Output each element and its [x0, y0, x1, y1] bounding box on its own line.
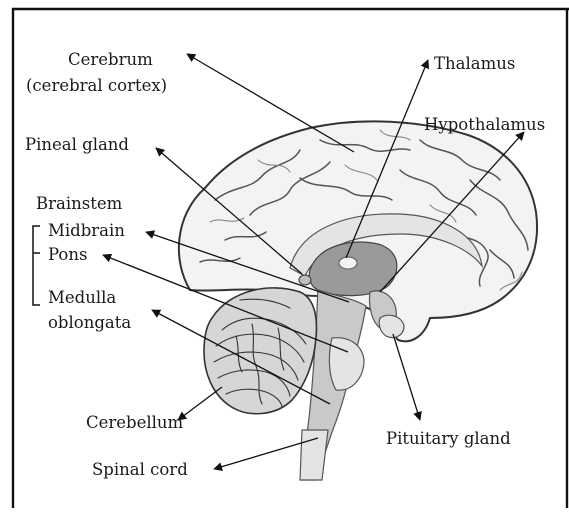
arrow-pituitary-gland [393, 334, 420, 420]
arrow-cerebrum [187, 54, 354, 152]
label-midbrain: Midbrain [48, 221, 125, 240]
label-thalamus: Thalamus [434, 54, 515, 73]
label-oblongata: oblongata [48, 313, 131, 332]
label-brainstem: Brainstem [36, 194, 123, 213]
brain-illustration [179, 121, 537, 480]
brainstem-bracket [33, 226, 40, 305]
label-pineal-gland: Pineal gland [25, 135, 129, 154]
arrow-cerebellum [178, 387, 222, 420]
label-medulla: Medulla [48, 288, 116, 307]
cerebellum-shape [204, 288, 316, 414]
thalamus-spot [339, 257, 357, 269]
label-cerebrum: Cerebrum [68, 50, 153, 69]
label-cerebral-cortex: (cerebral cortex) [26, 76, 167, 95]
spinal-cord-region [300, 430, 328, 480]
label-pituitary-gland: Pituitary gland [386, 429, 511, 448]
label-spinal-cord: Spinal cord [92, 460, 188, 479]
pineal-region [299, 275, 311, 285]
pituitary-region [379, 315, 404, 337]
label-hypothalamus: Hypothalamus [424, 115, 545, 134]
pons-region [329, 338, 364, 390]
label-pons: Pons [48, 245, 87, 264]
label-cerebellum: Cerebellum [86, 413, 184, 432]
